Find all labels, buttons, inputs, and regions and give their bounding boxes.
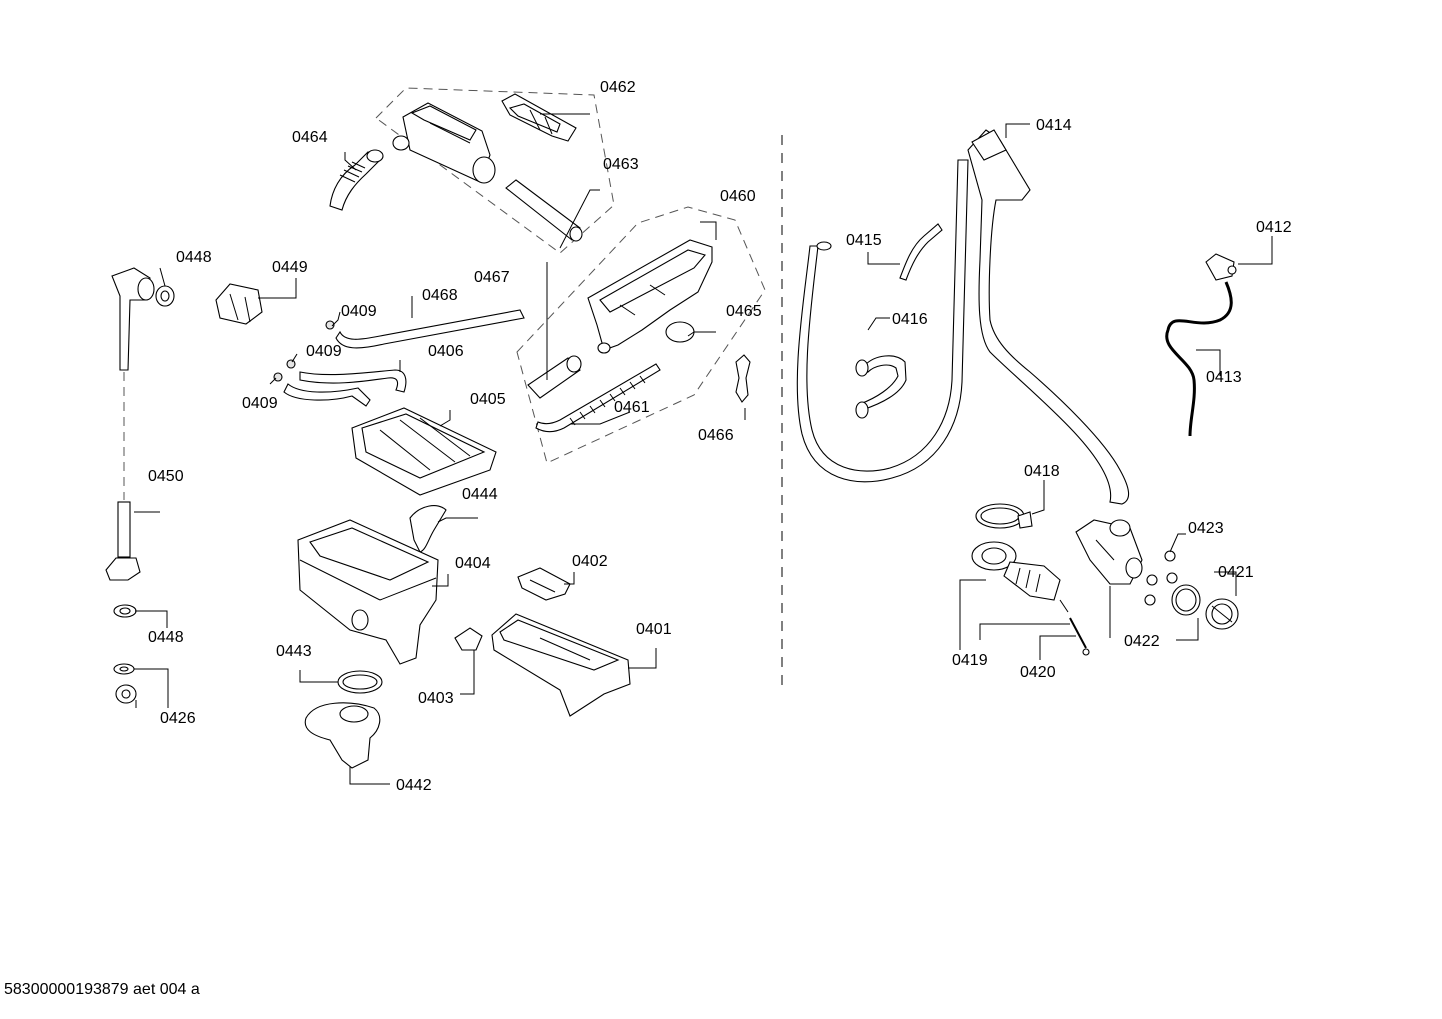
label-0402: 0402 [572,553,608,570]
part-0448-washer-lower [113,604,137,618]
label-0406: 0406 [428,343,464,360]
label-0466: 0466 [698,427,734,444]
part-0426-washer [113,663,135,675]
part-0420-screw [1069,617,1090,656]
label-0401: 0401 [636,621,672,638]
part-0464-bellows [329,149,384,211]
part-0415-long-hose [796,159,969,483]
label-0405: 0405 [470,391,506,408]
part-0401-drawer [491,613,631,717]
label-0449: 0449 [272,259,308,276]
part-0409-clip-c [273,372,283,382]
label-0412: 0412 [1256,219,1292,236]
part-0419-bellows [971,541,1069,613]
part-0406-hose [283,369,407,407]
part-0461-spring-hose [535,363,661,433]
part-0423-seals [1144,550,1178,606]
label-0450: 0450 [148,468,184,485]
part-0450-hose [105,372,141,581]
part-0468-hose [335,309,525,349]
leader-lines [134,113,1273,785]
part-0442-sump [304,702,381,769]
part-0404-housing [297,519,439,665]
part-0463-housing [392,102,496,184]
part-0460-bracket [587,239,713,354]
label-0403: 0403 [418,690,454,707]
label-0464: 0464 [292,129,328,146]
part-0448-washer-top [155,285,175,307]
part-0421-ring [1171,584,1201,616]
part-labels: 0462 0464 0463 0460 0448 0449 0467 0468 … [148,79,1292,794]
label-0409-a: 0409 [341,303,377,320]
label-0414: 0414 [1036,117,1072,134]
part-0416-u-hose [855,355,907,419]
label-0418: 0418 [1024,463,1060,480]
label-0409-b: 0409 [306,343,342,360]
part-0462-bracket [501,93,577,142]
label-0404: 0404 [455,555,491,572]
part-0414-drain-hose [967,129,1130,505]
label-0465: 0465 [726,303,762,320]
label-0426: 0426 [160,710,196,727]
label-0468: 0468 [422,287,458,304]
label-0442: 0442 [396,777,432,794]
label-0422: 0422 [1124,633,1160,650]
label-0461: 0461 [614,399,650,416]
label-0460: 0460 [720,188,756,205]
part-0409-clip-a [325,320,335,330]
label-0443: 0443 [276,643,312,660]
part-0418-clamp [975,503,1033,529]
part-0449-valve [215,283,263,325]
part-0467-tube-lower [527,355,582,399]
part-0443-clamp [337,670,383,694]
label-0448-lower: 0448 [148,629,184,646]
label-0467: 0467 [474,269,510,286]
label-0419: 0419 [952,652,988,669]
part-0467-tube-upper [505,179,583,242]
label-0413: 0413 [1206,369,1242,386]
part-0426-nut [115,684,137,704]
part-0415-short-hose [899,223,943,281]
label-0463: 0463 [603,156,639,173]
label-0420: 0420 [1020,664,1056,681]
part-0448-elbow [111,267,155,371]
part-0413-tube [1165,281,1233,437]
part-0444-cover [409,505,447,553]
label-0415: 0415 [846,232,882,249]
label-0416: 0416 [892,311,928,328]
part-0412-sensor [1205,253,1237,281]
label-0423: 0423 [1188,520,1224,537]
part-0409-clip-b [286,359,296,369]
part-0405-tray [351,407,497,496]
part-0402-insert [517,567,571,601]
group-outline-0463 [375,87,615,254]
label-0448-top: 0448 [176,249,212,266]
part-0421-filter [1205,598,1239,630]
group-outline-0460 [516,206,766,464]
part-0403-flap [454,627,483,651]
part-0466-bracket [735,354,751,403]
part-0422-pump [1075,519,1143,585]
label-0409-c: 0409 [242,395,278,412]
document-id-footer: 58300000193879 aet 004 a [4,981,200,998]
label-0421: 0421 [1218,564,1254,581]
label-0444: 0444 [462,486,498,503]
label-0462: 0462 [600,79,636,96]
